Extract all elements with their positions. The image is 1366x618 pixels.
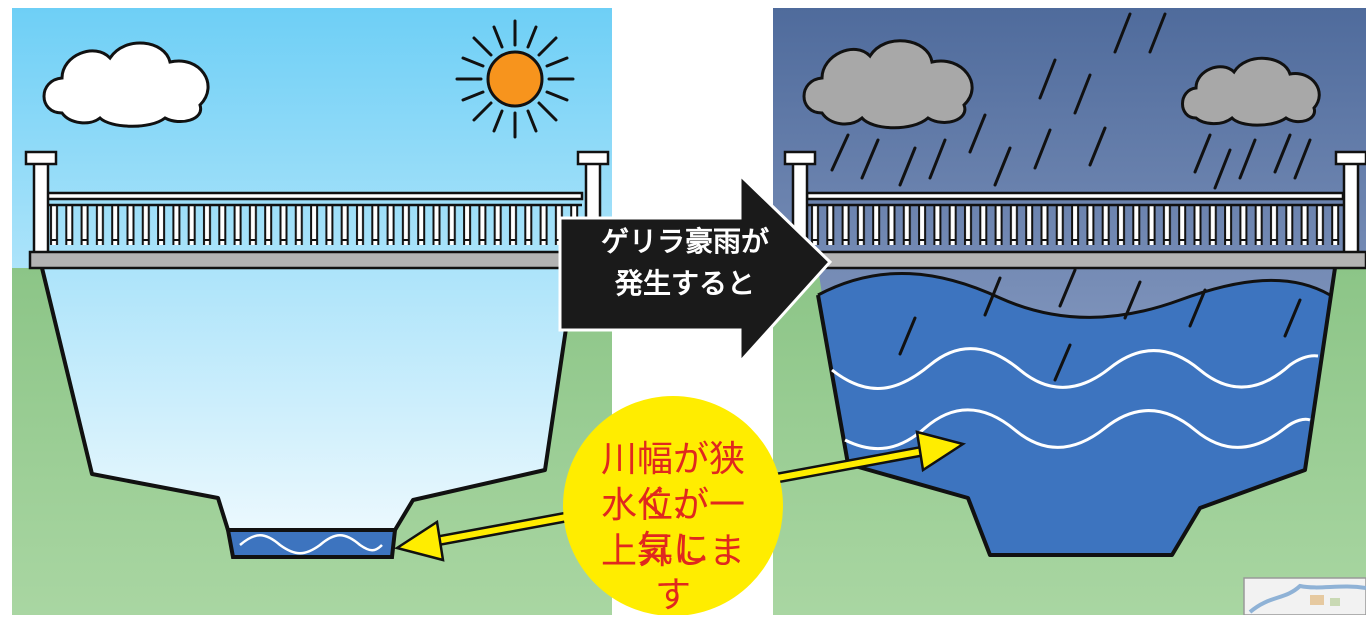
transition-arrow [558,171,833,366]
low-water [225,528,398,559]
map-thumbnail [1243,577,1366,615]
sunny-panel [12,8,614,615]
rainy-bridge [783,150,1366,270]
callout-bubble [563,396,783,615]
callout-line1: 川幅が狭く、 [600,439,745,524]
rain-streaks [830,12,1312,382]
callout-line2: 水位が一気に [600,485,745,570]
arrow-label: ゲリラ豪雨が 発生すると [570,222,800,312]
sunny-bridge [24,150,614,270]
right-ground [773,268,1366,615]
arrow-label-line2: 発生すると [614,267,755,300]
sun-icon [455,19,575,139]
rainy-panel [773,8,1366,615]
callout-text: 川幅が狭く、 水位が一気に 上昇します [598,438,748,616]
cloud-icon [42,41,210,128]
flood-water [816,267,1337,557]
left-ground [12,268,612,615]
arrow-label-line1: ゲリラ豪雨が [600,225,769,258]
callout-line3: 上昇します [600,531,745,616]
rain-cloud-icon [802,39,1321,130]
